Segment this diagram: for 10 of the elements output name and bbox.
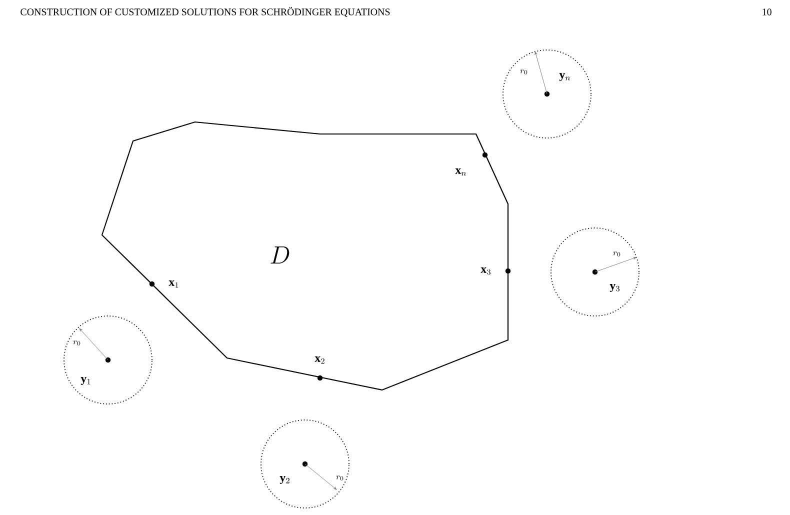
page-number: 10 — [762, 8, 772, 16]
point-label: $\mathbf{x}_3$ — [480, 267, 490, 275]
running-header: CONSTRUCTION OF CUSTOMIZED SOLUTIONS FOR SCHRÖDINGER EQUATIONS — [20, 7, 390, 17]
point-label: $\mathbf{x}_n$ — [455, 168, 466, 176]
point-label: $\mathbf{x}_1$ — [168, 280, 178, 288]
point-label: $\mathbf{x}_2$ — [314, 356, 324, 364]
radius-label: $r_0$ — [73, 340, 80, 346]
radius-label: $r_0$ — [520, 70, 528, 74]
radius-label: $r_0$ — [613, 252, 620, 256]
radius-label: $r_0$ — [336, 476, 344, 480]
